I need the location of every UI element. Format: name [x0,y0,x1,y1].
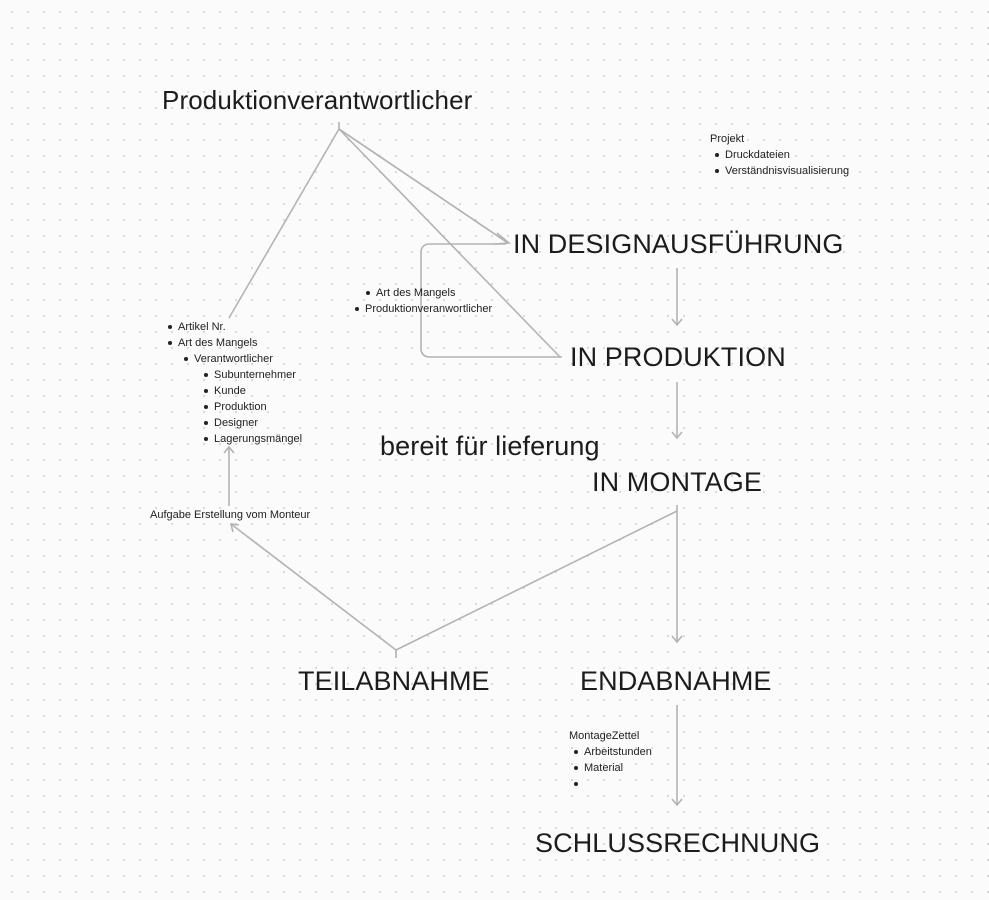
note-projekt-heading: Projekt [710,133,745,145]
list-item [573,776,652,792]
node-in-produktion[interactable]: IN PRODUKTION [570,342,786,372]
note-projekt[interactable]: Projekt Druckdateien Verständnisvisualis… [710,131,849,179]
note-montagezettel-heading: MontageZettel [569,730,640,742]
arrowhead-mangel-note [223,445,235,454]
note-montagezettel-list: Arbeitstunden Material [569,744,652,792]
list-item: Produktionveranwortlicher [354,301,492,317]
arrowhead-produktion [671,318,683,327]
note-design-loop-list: Art des Mangels Produktionveranwortliche… [350,285,492,317]
list-item: Druckdateien [714,147,849,163]
list-item: Kunde [203,383,302,399]
label-aufgabe-erstellung[interactable]: Aufgabe Erstellung vom Monteur [150,509,311,521]
note-projekt-list: Druckdateien Verständnisvisualisierung [710,147,849,179]
connector-montage-to-teilabnahme [395,510,678,651]
note-montagezettel[interactable]: MontageZettel Arbeitstunden Material [569,728,652,792]
list-item: Designer [203,415,302,431]
node-schlussrechnung[interactable]: SCHLUSSRECHNUNG [535,828,821,858]
arrowhead-aufgabe [229,523,240,533]
list-item: Subunternehmer [203,367,302,383]
list-item: Arbeitstunden [573,744,652,760]
connector-produktion-to-in-produktion [338,128,561,358]
note-design-loop[interactable]: Art des Mangels Produktionveranwortliche… [350,285,492,317]
node-endabnahme[interactable]: ENDABNAHME [580,666,772,696]
list-item: Produktion [203,399,302,415]
list-item: Verständnisvisualisierung [714,163,849,179]
list-item: Artikel Nr. [167,319,302,335]
arrowhead-montage [671,431,683,440]
note-mangel-list: Artikel Nr. Art des Mangels Verantwortli… [163,319,302,367]
connector-produktion-to-mangel-note [228,128,340,319]
note-mangel[interactable]: Artikel Nr. Art des Mangels Verantwortli… [163,319,302,447]
node-produktionverantwortlicher[interactable]: Produktionverantwortlicher [162,85,473,115]
list-item: Lagerungsmängel [203,431,302,447]
node-in-montage[interactable]: IN MONTAGE [592,467,763,497]
list-item: Art des Mangels [365,285,492,301]
connector-produktion-to-design-2 [338,128,509,244]
list-item: Verantwortlicher [183,351,302,367]
note-mangel-sub-heading: Verantwortlicher [194,353,273,365]
node-in-designausfuehrung[interactable]: IN DESIGNAUSFÜHRUNG [513,229,844,259]
list-item: Material [573,760,652,776]
note-mangel-sub-list: Subunternehmer Kunde Produktion Designer… [199,367,302,447]
arrowhead-endabnahme [671,635,683,644]
arrowhead-schlussrechnung [671,798,683,807]
connector-produktion-loop-back [420,243,562,358]
node-teilabnahme[interactable]: TEILABNAHME [298,666,490,696]
node-bereit-fuer-lieferung[interactable]: bereit für lieferung [380,431,600,461]
connector-teilabnahme-to-aufgabe-diag [230,523,397,651]
list-item: Art des Mangels [167,335,302,351]
